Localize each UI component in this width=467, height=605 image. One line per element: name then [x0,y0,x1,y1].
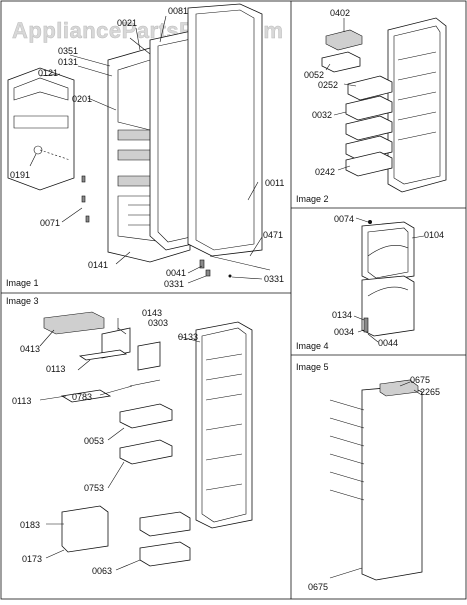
part-label-0041: 0041 [166,268,186,278]
part-label-0071: 0071 [40,218,60,228]
part-label-0303: 0303 [148,318,168,328]
image4-leaders [353,217,425,343]
image5-leaders [329,381,421,579]
part-label-0351: 0351 [58,46,78,56]
door-bins-stack [321,29,393,177]
part-label-0021: 0021 [117,18,137,28]
part-label-0413: 0413 [20,344,40,354]
part-label-0331-right: 0331 [264,274,284,284]
part-label-0675-top: 0675 [410,375,430,385]
panel-title-image2: Image 2 [296,194,329,204]
part-label-0191: 0191 [10,170,30,180]
part-label-0113-upper: 0113 [46,364,65,374]
part-label-0034: 0034 [334,327,354,337]
part-label-0113-lower: 0113 [12,396,31,406]
image3-parts [43,311,191,567]
image2-door-bins: 0402 0052 0252 0032 0242 Image 2 [296,8,447,204]
image1-leaders [29,15,263,284]
panel-title-image4: Image 4 [296,341,329,351]
image4-dairy-door: 0074 0104 0134 0034 0044 Image 4 [296,214,444,351]
part-label-0053: 0053 [84,436,104,446]
part-label-0252: 0252 [318,80,338,90]
part-label-2265: 2265 [420,387,440,397]
part-label-0074: 0074 [334,214,354,224]
panel-title-image5: Image 5 [296,362,329,372]
part-label-0753: 0753 [84,483,104,493]
panel-title-image3: Image 3 [6,296,39,306]
part-label-0052: 0052 [304,70,324,80]
part-label-0121: 0121 [38,68,58,78]
image3-leaders [39,318,201,571]
fresh-food-door-liner [195,321,253,529]
part-label-0331-left: 0331 [164,279,184,289]
part-label-0675-bottom: 0675 [308,582,328,592]
image2-leaders [325,18,357,171]
part-label-0242: 0242 [315,167,335,177]
part-label-0183: 0183 [20,520,40,530]
part-label-0173: 0173 [22,554,42,564]
freezer-door-liner [387,17,447,193]
door-hardware [81,175,232,278]
outer-door-panel [187,3,271,271]
part-label-0032: 0032 [312,110,332,120]
part-label-0104: 0104 [424,230,444,240]
image5-door-panel: 0675 2265 0675 Image 5 [296,362,440,592]
image1-refrigerator-door-assembly: 0081 0021 0351 0131 0121 0201 0191 0071 … [6,3,284,289]
dairy-door-parts [361,220,415,337]
door-trim-0121 [7,67,75,191]
part-label-0133: 0133 [178,332,198,342]
door-panel-0675 [329,379,423,581]
part-label-0143: 0143 [142,308,162,318]
part-label-0402: 0402 [330,8,350,18]
image3-fresh-food-door: 0143 0303 0133 0413 0113 0113 0783 0053 … [6,296,253,576]
part-label-0044: 0044 [378,338,398,348]
part-label-0141: 0141 [88,260,108,270]
part-label-0081: 0081 [168,6,188,16]
part-label-0011: 0011 [265,178,284,188]
panel-title-image1: Image 1 [6,278,39,288]
part-label-0063: 0063 [92,566,112,576]
part-label-0131: 0131 [58,57,78,67]
part-label-0471: 0471 [263,230,283,240]
part-label-0201: 0201 [72,94,92,104]
part-label-0134: 0134 [332,310,352,320]
part-label-0783: 0783 [72,392,92,402]
